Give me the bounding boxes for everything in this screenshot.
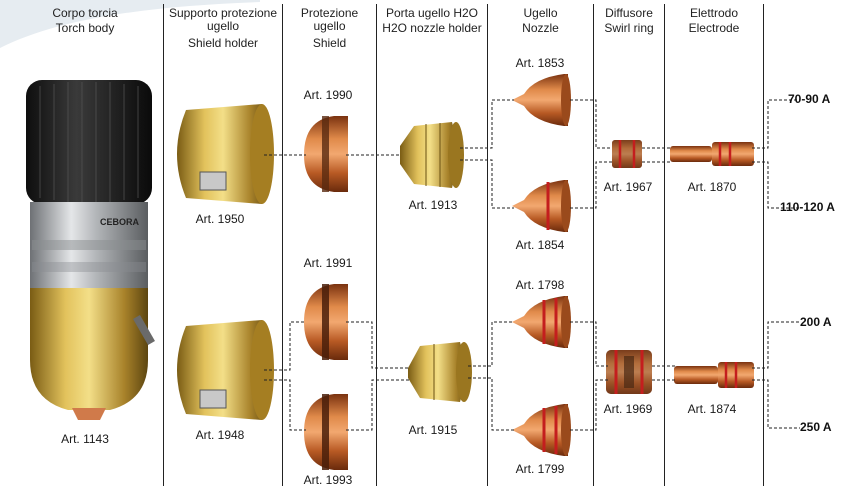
column-divider <box>376 4 377 486</box>
shield-image <box>304 394 348 470</box>
shield-holder-image <box>177 320 274 420</box>
article-nozzle: Art. 1798 <box>515 278 565 292</box>
connector-lines <box>264 99 800 431</box>
column-divider <box>163 4 164 486</box>
column-divider <box>664 4 665 486</box>
amperage-label: 110-120 A <box>780 200 835 214</box>
article-nozzle: Art. 1799 <box>515 462 565 476</box>
nozzle-image <box>512 74 571 126</box>
article-electrode: Art. 1870 <box>687 180 737 194</box>
article-shield-holder: Art. 1950 <box>195 212 245 226</box>
column-divider <box>763 4 764 486</box>
column-divider <box>593 4 594 486</box>
article-shield: Art. 1990 <box>303 88 353 102</box>
article-swirl-ring: Art. 1969 <box>603 402 653 416</box>
article-nozzle-holder: Art. 1915 <box>408 423 458 437</box>
nozzle-image <box>512 180 571 232</box>
column-divider <box>487 4 488 486</box>
article-swirl-ring: Art. 1967 <box>603 180 653 194</box>
amperage-label: 200 A <box>800 315 832 329</box>
brand-label: CEBORA <box>100 217 140 227</box>
article-nozzle: Art. 1853 <box>515 56 565 70</box>
article-nozzle-holder: Art. 1913 <box>408 198 458 212</box>
electrode-image <box>670 142 754 166</box>
column-divider <box>282 4 283 486</box>
article-shield: Art. 1993 <box>303 473 353 487</box>
swirl-ring-image <box>606 350 652 394</box>
nozzle-holder-image <box>408 342 472 402</box>
nozzle-image <box>512 404 571 456</box>
article-electrode: Art. 1874 <box>687 402 737 416</box>
article-nozzle: Art. 1854 <box>515 238 565 252</box>
shield-holder-image <box>177 104 274 204</box>
article-torch-body: Art. 1143 <box>61 432 109 446</box>
torch-body-image: CEBORA <box>26 80 155 420</box>
electrode-image <box>674 362 754 388</box>
shield-image <box>304 284 348 360</box>
amperage-label: 70-90 A <box>788 92 831 106</box>
article-shield-holder: Art. 1948 <box>195 428 245 442</box>
nozzle-image <box>512 296 571 348</box>
shield-image <box>304 116 348 192</box>
article-shield: Art. 1991 <box>303 256 353 270</box>
nozzle-holder-image <box>400 122 464 188</box>
decorative-swoosh <box>0 0 260 48</box>
swirl-ring-image <box>612 140 642 168</box>
amperage-label: 250 A <box>800 420 832 434</box>
